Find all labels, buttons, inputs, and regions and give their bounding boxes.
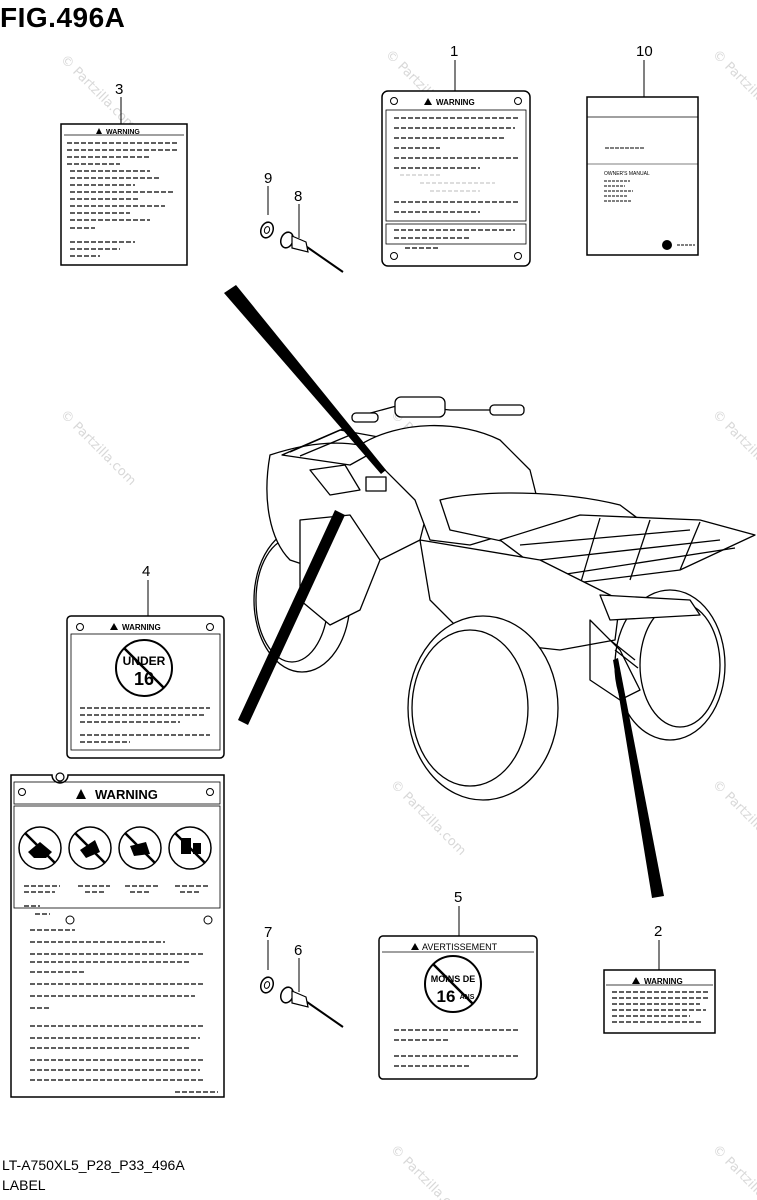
rivet-6[interactable] — [279, 958, 344, 1028]
callout-4: 4 — [142, 563, 150, 580]
figure-title: FIG.496A — [0, 2, 126, 33]
callout-1: 1 — [450, 43, 458, 60]
warning-header: WARNING — [436, 98, 475, 107]
owners-manual-title: OWNER'S MANUAL — [604, 171, 650, 177]
washer-9[interactable] — [259, 186, 276, 240]
owners-manual-10[interactable]: OWNER'S MANUAL — [586, 60, 699, 256]
warning-header: WARNING — [122, 623, 161, 632]
callout-6: 6 — [294, 942, 302, 959]
moins-de-text: MOINS DE — [431, 974, 476, 984]
moins-de-16-number: 16 — [437, 987, 456, 1006]
watermark: © Partzilla.com — [709, 407, 757, 489]
under-text: UNDER — [123, 654, 166, 668]
label-2[interactable]: WARNING — [603, 940, 716, 1034]
watermark: © Partzilla.com — [387, 1142, 469, 1200]
callout-7: 7 — [264, 924, 272, 941]
leader-line-label-4 — [238, 510, 345, 725]
watermark: © Partzilla.com — [57, 52, 139, 134]
callout-10: 10 — [636, 43, 653, 60]
leader-line-label-2 — [613, 658, 664, 898]
warning-header: WARNING — [106, 129, 140, 136]
callout-8: 8 — [294, 188, 302, 205]
watermark: © Partzilla.com — [709, 1142, 757, 1200]
watermark: © Partzilla.com — [57, 407, 139, 489]
label-4[interactable]: WARNING UNDER 16 — [66, 580, 225, 759]
callout-3: 3 — [115, 81, 123, 98]
callout-2: 2 — [654, 923, 662, 940]
callout-9: 9 — [264, 170, 272, 187]
callout-5: 5 — [454, 889, 462, 906]
watermark: © Partzilla.com — [709, 47, 757, 129]
warning-header: WARNING — [95, 787, 158, 802]
label-1[interactable]: WARNING — [381, 60, 531, 267]
washer-7[interactable] — [259, 940, 276, 995]
label-5[interactable]: AVERTISSEMENT MOINS DE 16 ANS — [378, 906, 538, 1080]
warning-header: WARNING — [644, 977, 683, 986]
watermark: © Partzilla.com — [709, 777, 757, 859]
footer-diagram-code: LT-A750XL5_P28_P33_496A — [2, 1157, 185, 1173]
label-3[interactable]: WARNING — [60, 97, 188, 266]
leader-line-label-1 — [224, 285, 386, 474]
footer-section-name: LABEL — [2, 1177, 46, 1193]
atv-illustration — [253, 396, 756, 801]
rivet-8[interactable] — [279, 204, 344, 273]
large-warning-label[interactable]: WARNING — [10, 772, 225, 1098]
avertissement-header: AVERTISSEMENT — [422, 942, 498, 952]
under-16-number: 16 — [134, 669, 154, 689]
